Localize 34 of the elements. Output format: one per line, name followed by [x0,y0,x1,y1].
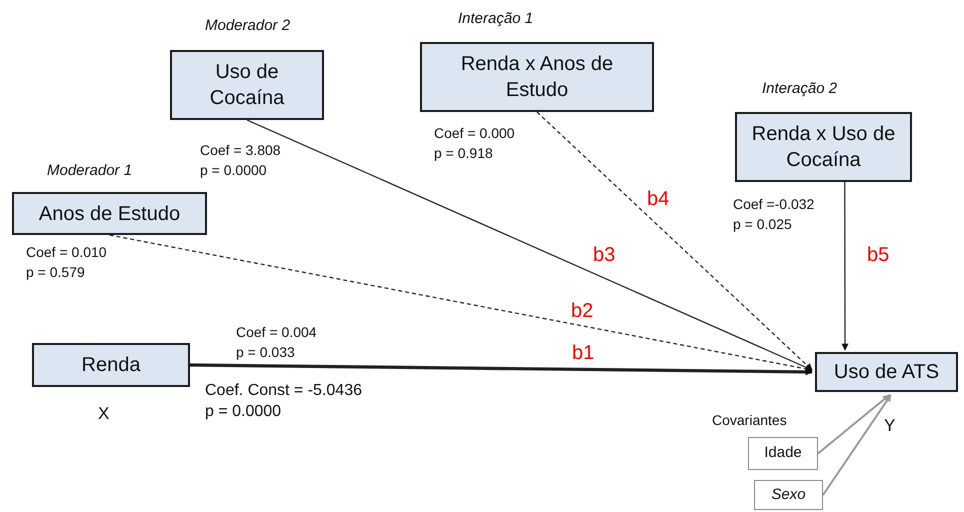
coefficient-text: Coef. Const = -5.0436 [205,381,362,401]
arrow [817,394,890,454]
role-heading: Interação 1 [458,9,534,29]
arrow [536,112,812,370]
variable-letter: X [98,403,110,425]
variable-box: Uso de ATS [815,352,958,392]
coefficient-text: Coef = 0.004 [236,323,317,342]
coefficient-text: Coef = 3.808 [200,141,281,160]
variable-box: Uso de Cocaína [170,50,324,120]
variable-box: Anos de Estudo [12,192,207,235]
coefficient-text: Coef =-0.032 [733,195,814,214]
arrow [190,363,813,376]
variable-box: Renda x Anos de Estudo [420,42,654,112]
coefficient-text: Coef = 0.000 [434,124,515,143]
coefficient-text: p = 0.0000 [205,402,282,422]
coefficient-text: p = 0.579 [26,263,85,282]
variable-box: Renda x Uso de Cocaína [735,112,912,182]
coefficient-text: p = 0.025 [733,215,792,234]
group-heading: Covariantes [712,411,787,430]
arrow [822,394,892,496]
covariate-box: Idade [748,437,818,470]
coefficient-text: Coef = 0.010 [26,243,107,262]
role-heading: Interação 2 [762,79,838,99]
variable-letter: Y [884,415,896,437]
coefficient-text: p = 0.033 [236,343,295,362]
variable-box: Renda [32,343,190,387]
arrow [109,234,813,372]
arrow [246,119,813,371]
arrow [842,182,849,351]
covariate-box: Sexo [754,480,823,510]
coefficient-text: p = 0.918 [434,144,493,163]
role-heading: Moderador 1 [47,161,132,181]
coefficient-text: p = 0.0000 [200,161,267,180]
role-heading: Moderador 2 [205,16,290,36]
